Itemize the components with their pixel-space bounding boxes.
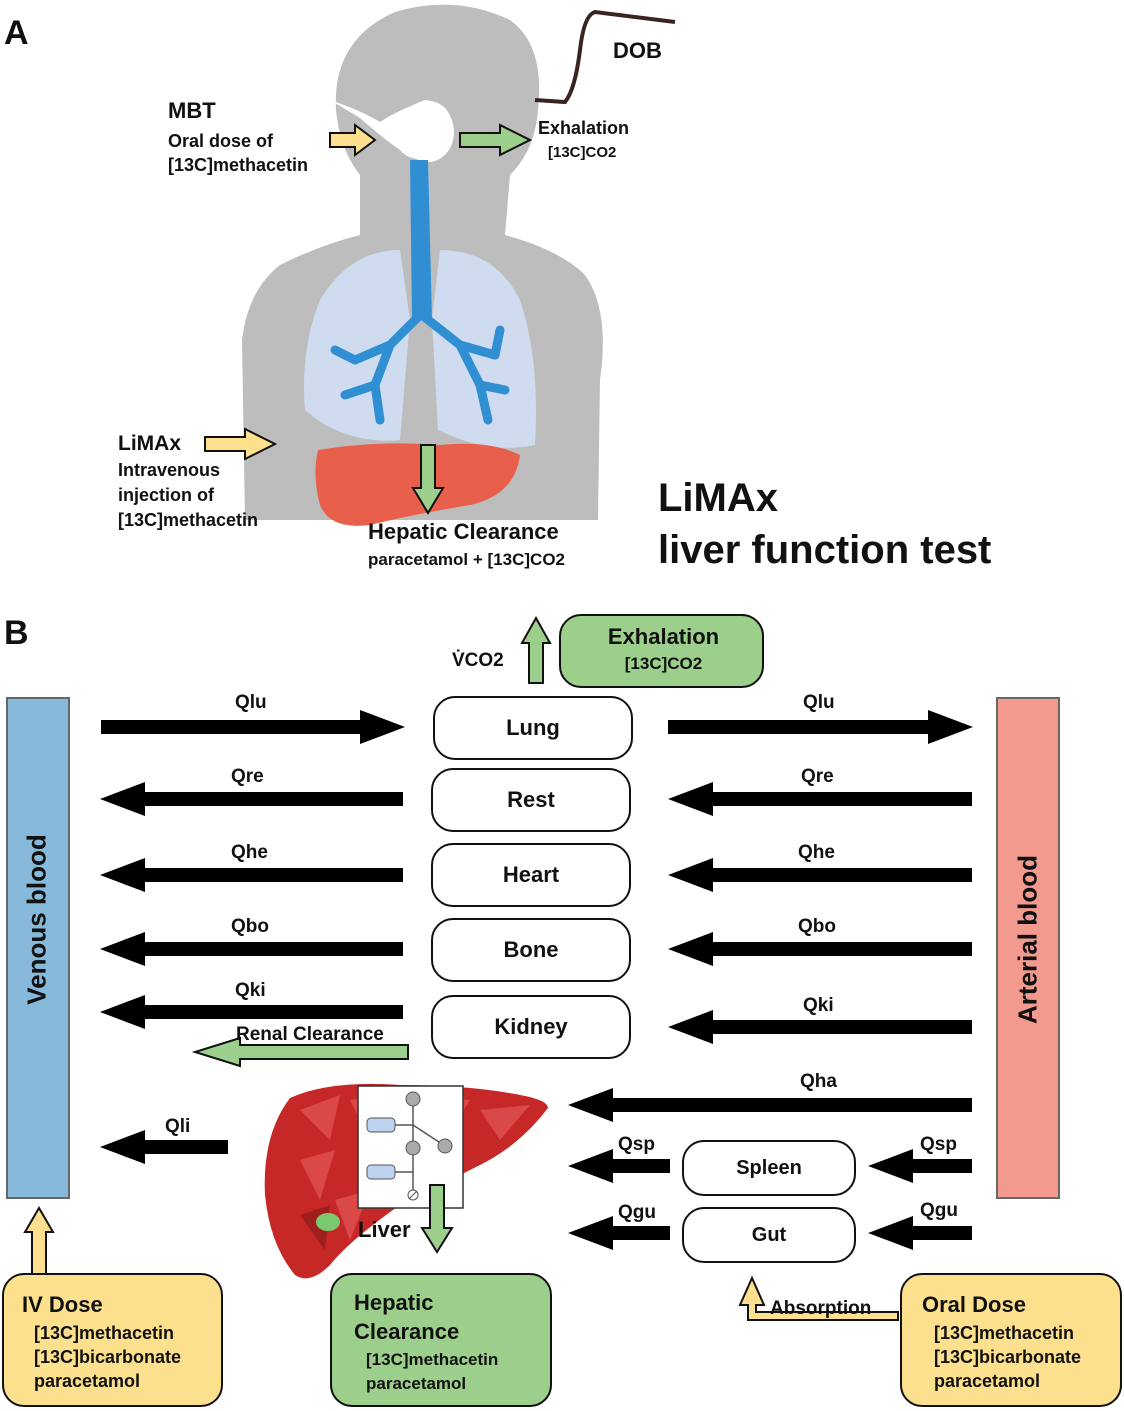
throat-opening bbox=[402, 102, 454, 162]
hepatic-a-title: Hepatic Clearance bbox=[368, 519, 559, 544]
dob-curve bbox=[534, 9, 676, 105]
exhalation-a-title: Exhalation bbox=[538, 118, 630, 138]
flow-qlu-right: Qlu bbox=[803, 692, 835, 713]
renal-clearance-label: Renal Clearance bbox=[236, 1024, 384, 1045]
hepatic-b-down-arrow bbox=[420, 1184, 454, 1254]
oral-dose-box: Oral Dose [13C]methacetin [13C]bicarbona… bbox=[900, 1273, 1122, 1407]
hepatic-b-title-1: Hepatic bbox=[354, 1290, 434, 1315]
organ-bone: Bone bbox=[431, 918, 631, 982]
panel-a-illustration bbox=[204, 4, 676, 526]
flow-qhe-left: Qhe bbox=[231, 842, 268, 863]
exhalation-b-title: Exhalation bbox=[607, 624, 720, 649]
flow-qbo-left: Qbo bbox=[231, 916, 269, 937]
flow-qbo-right: Qbo bbox=[798, 916, 836, 937]
panel-a-label: A bbox=[4, 14, 29, 52]
flow-qgu-left: Qgu bbox=[618, 1202, 656, 1223]
flow-qsp-left: Qsp bbox=[618, 1134, 655, 1155]
arrow-qli bbox=[100, 1130, 228, 1164]
hepatic-clearance-box: Hepatic Clearance [13C]methacetin parace… bbox=[330, 1273, 552, 1407]
organ-rest: Rest bbox=[431, 768, 631, 832]
limax-line3: [13C]methacetin bbox=[118, 510, 259, 530]
flow-qli: Qli bbox=[165, 1116, 191, 1137]
arrow-qha bbox=[568, 1088, 972, 1122]
organ-kidney: Kidney bbox=[431, 995, 631, 1059]
hepatic-b-item: paracetamol bbox=[366, 1374, 467, 1393]
bronchi-icon bbox=[330, 310, 510, 425]
arrow-qlu-right bbox=[668, 710, 973, 744]
liver-illustration bbox=[264, 1083, 548, 1279]
flow-qre-right: Qre bbox=[801, 766, 834, 787]
hepatic-b-title-2: Clearance bbox=[354, 1319, 460, 1344]
arterial-blood-label: Arterial blood bbox=[1012, 855, 1043, 1025]
liver-shape bbox=[315, 443, 520, 526]
exhalation-a-sub: [13C]CO2 bbox=[548, 144, 617, 161]
flow-qhe-right: Qhe bbox=[798, 842, 835, 863]
liver-reaction-diagram bbox=[357, 1085, 464, 1209]
dob-label: DOB bbox=[613, 38, 662, 63]
arrow-qlu-left bbox=[101, 710, 405, 744]
limax-arrow bbox=[204, 427, 278, 461]
organ-liver-label: Liver bbox=[358, 1217, 411, 1242]
limax-line1: Intravenous bbox=[118, 460, 221, 480]
exhalation-b-sub: [13C]CO2 bbox=[624, 654, 703, 673]
flow-qgu-right: Qgu bbox=[920, 1200, 958, 1221]
trachea-icon bbox=[410, 160, 432, 320]
vco2-label: V̇CO2 bbox=[452, 650, 504, 671]
flow-qha: Qha bbox=[800, 1071, 837, 1092]
iv-dose-item: [13C]methacetin bbox=[34, 1323, 175, 1343]
iv-dose-item: paracetamol bbox=[34, 1371, 141, 1391]
exhalation-box: Exhalation [13C]CO2 bbox=[559, 614, 764, 688]
oral-dose-item: [13C]bicarbonate bbox=[934, 1347, 1082, 1367]
oral-dose-title: Oral Dose bbox=[922, 1292, 1026, 1317]
exhalation-arrow bbox=[459, 123, 533, 157]
mbt-line2: [13C]methacetin bbox=[168, 155, 309, 175]
iv-dose-title: IV Dose bbox=[22, 1292, 103, 1317]
vco2-up-arrow bbox=[520, 615, 552, 684]
flow-qki-left: Qki bbox=[235, 980, 266, 1001]
flow-qlu-left: Qlu bbox=[235, 692, 267, 713]
organ-lung: Lung bbox=[433, 696, 633, 760]
flow-qki-right: Qki bbox=[803, 995, 834, 1016]
hepatic-b-item: [13C]methacetin bbox=[366, 1350, 499, 1369]
hepatic-down-arrow bbox=[411, 444, 445, 515]
oral-dose-item: paracetamol bbox=[934, 1371, 1041, 1391]
absorption-label: Absorption bbox=[770, 1298, 872, 1319]
hepatic-a-sub: paracetamol + [13C]CO2 bbox=[368, 550, 565, 569]
organ-heart: Heart bbox=[431, 843, 631, 907]
iv-dose-box: IV Dose [13C]methacetin [13C]bicarbonate… bbox=[2, 1273, 223, 1407]
big-title-line2: liver function test bbox=[658, 528, 992, 572]
mbt-arrow bbox=[329, 123, 377, 157]
organ-spleen: Spleen bbox=[682, 1140, 856, 1196]
venous-blood-label: Venous blood bbox=[21, 834, 52, 1005]
oral-dose-item: [13C]methacetin bbox=[934, 1323, 1075, 1343]
organ-gut: Gut bbox=[682, 1207, 856, 1263]
limax-a-title: LiMAx bbox=[118, 432, 181, 455]
iv-dose-up-arrow bbox=[23, 1206, 55, 1276]
iv-dose-item: [13C]bicarbonate bbox=[34, 1347, 182, 1367]
flow-qsp-right: Qsp bbox=[920, 1134, 957, 1155]
panel-b-label: B bbox=[4, 614, 29, 652]
mbt-title: MBT bbox=[168, 98, 216, 123]
limax-line2: injection of bbox=[118, 485, 214, 505]
big-title-line1: LiMAx bbox=[658, 476, 778, 520]
left-lung bbox=[304, 250, 410, 441]
flow-qre-left: Qre bbox=[231, 766, 264, 787]
mbt-line1: Oral dose of bbox=[168, 131, 274, 151]
